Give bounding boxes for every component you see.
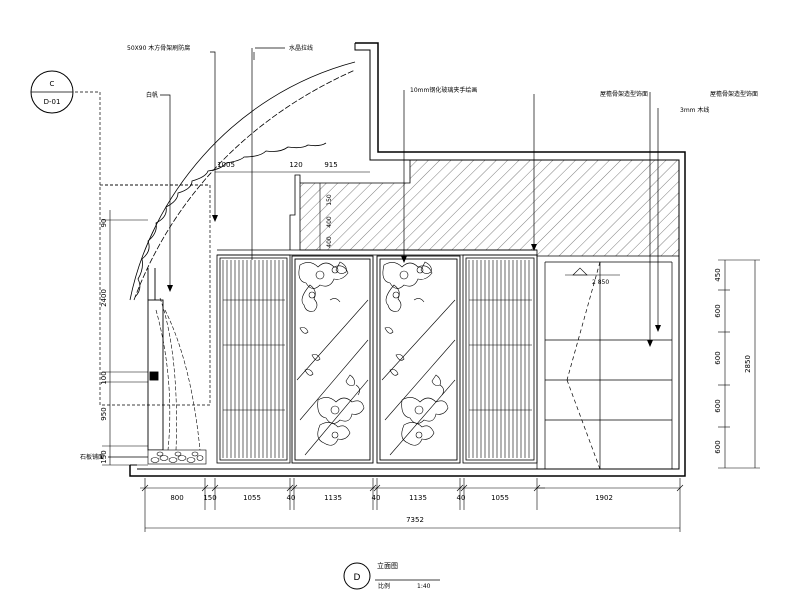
rope-lines <box>155 297 201 451</box>
annotation-wood-line: 3mm 木线 <box>680 106 709 114</box>
left-dimension-texts: 90 2400 100 950 150 <box>100 219 108 464</box>
annotation-texts: 50X90 木方骨架刷防腐 水晶拉线 白帆 10mm钢化玻璃夹手绘画 屋檐骨架造… <box>80 44 758 461</box>
scale-label: 比例 <box>378 582 390 590</box>
dim-right-2: 600 <box>714 304 722 317</box>
dim-top-3: 915 <box>324 161 337 169</box>
level-label: 2 850 <box>592 279 609 286</box>
shelving-grid <box>536 256 673 470</box>
right-dimension-texts: 450 600 600 600 600 2850 <box>714 268 752 453</box>
panel-left-slats <box>216 254 291 464</box>
dim-bottom-10: 1902 <box>595 494 613 502</box>
annotation-stone: 石板铺面 <box>80 453 104 461</box>
stone-gravel <box>147 449 207 465</box>
dim-left-5: 150 <box>100 450 108 463</box>
annotation-sail: 白帆 <box>146 91 158 99</box>
dim-inner-1: 150 <box>326 194 333 206</box>
floral-ornament-right-bottom <box>384 327 449 446</box>
dim-bottom-9: 1055 <box>491 494 509 502</box>
section-ref-letter: C <box>50 80 55 88</box>
panel-glass-left <box>291 255 374 464</box>
dim-left-2: 2400 <box>100 289 108 307</box>
scale-value: 1:40 <box>417 583 431 590</box>
dim-left-3: 100 <box>100 371 108 384</box>
dashed-frame <box>60 91 211 406</box>
dim-bottom-7: 1135 <box>409 494 427 502</box>
dim-right-total: 2850 <box>744 355 752 373</box>
panel-glass-right <box>376 255 461 464</box>
drawing-title: 立面图 <box>377 561 398 570</box>
dim-right-3: 600 <box>714 351 722 364</box>
section-reference: C D-01 <box>30 70 74 114</box>
dim-bottom-5: 1135 <box>324 494 342 502</box>
dim-right-4: 600 <box>714 399 722 412</box>
dim-top-1: 1005 <box>217 161 235 169</box>
dim-right-5: 600 <box>714 440 722 453</box>
dimension-lines <box>102 171 760 532</box>
slats-left <box>222 260 285 458</box>
dim-bottom-2: 150 <box>203 494 216 502</box>
floral-ornament-left-bottom <box>299 327 365 446</box>
dim-top-2: 120 <box>289 161 302 169</box>
dim-inner-2: 400 <box>326 216 333 228</box>
dim-bottom-6: 40 <box>372 494 381 502</box>
top-dimension-texts: 1005 120 915 <box>217 161 338 169</box>
dim-right-1: 450 <box>714 268 722 281</box>
dim-inner-3: 400 <box>326 236 333 248</box>
annotation-eave-2: 屋檐骨架造型饰面 <box>710 90 758 98</box>
dim-bottom-4: 40 <box>287 494 296 502</box>
section-ref-sheet: D-01 <box>44 98 61 106</box>
panel-right-slats <box>462 254 538 464</box>
dim-bottom-8: 40 <box>457 494 466 502</box>
annotation-frame: 50X90 木方骨架刷防腐 <box>127 44 190 52</box>
level-marker: 2 850 <box>565 267 620 286</box>
view-marker: D <box>354 573 361 583</box>
dim-bottom-3: 1055 <box>243 494 261 502</box>
left-column <box>147 268 164 451</box>
annotation-eave-1: 屋檐骨架造型饰面 <box>600 90 648 98</box>
floral-ornament-left-top <box>298 261 349 312</box>
dim-total: 7352 <box>406 516 424 524</box>
title-block: D 立面图 比例 1:40 <box>343 561 440 590</box>
leader-arrows <box>167 215 661 347</box>
sail-curve <box>129 61 356 301</box>
glass-reflections <box>296 299 456 456</box>
bottom-dimension-texts: 800 150 1055 40 1135 40 1135 40 1055 190… <box>170 494 613 524</box>
annotation-crystal-line: 水晶拉线 <box>289 44 313 52</box>
dim-left-4: 950 <box>100 407 108 420</box>
slats-right <box>468 260 532 458</box>
dim-left-1: 90 <box>100 219 108 228</box>
step-outline <box>289 174 301 250</box>
wall-outline <box>129 42 686 477</box>
inner-dimension-texts: 150 400 400 <box>326 194 333 248</box>
hatched-soffit <box>299 159 680 257</box>
dim-bottom-1: 800 <box>170 494 183 502</box>
leader-lines <box>108 47 659 458</box>
floral-ornament-right-top <box>382 261 433 312</box>
annotation-glass: 10mm钢化玻璃夹手绘画 <box>410 86 477 94</box>
